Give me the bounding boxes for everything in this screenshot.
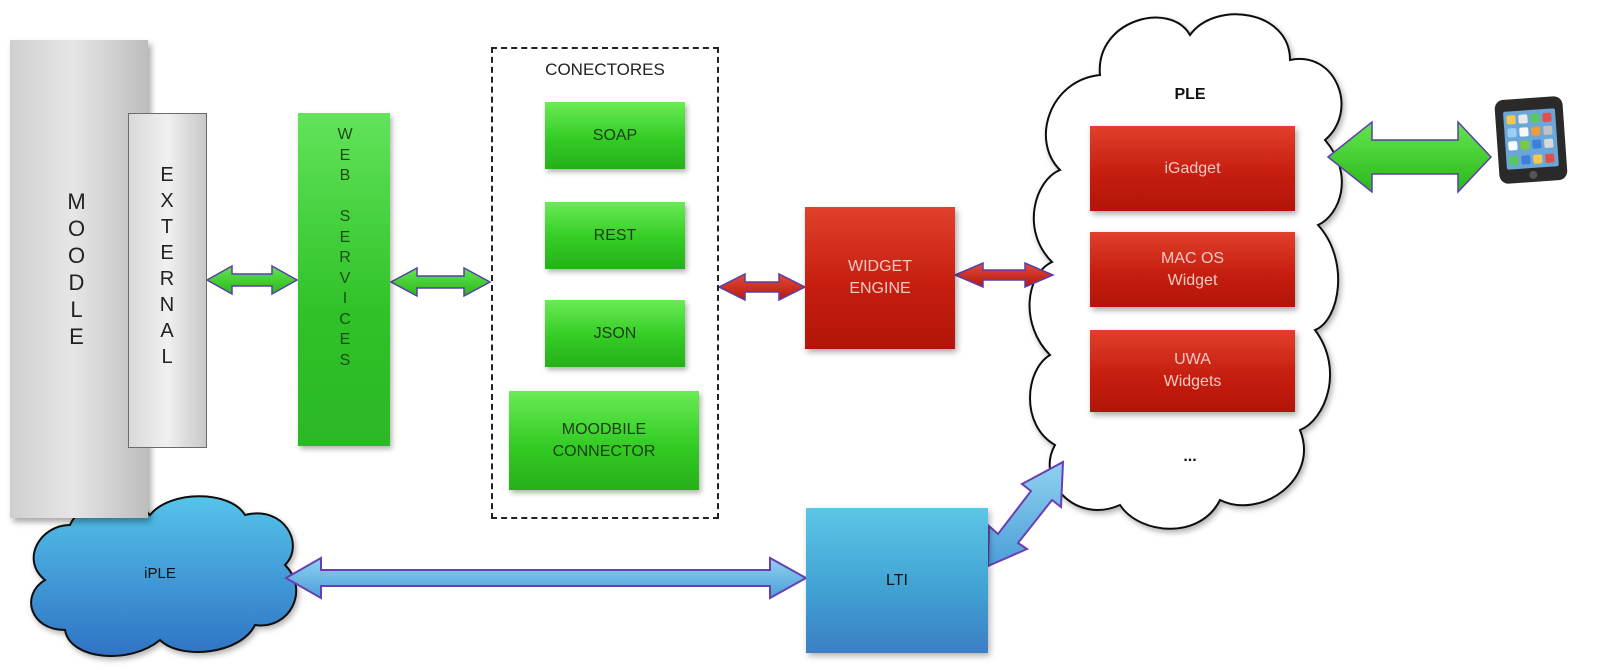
web-services-block [298,113,390,446]
arrow-external-webservices [205,264,299,296]
iple-label: iPLE [144,565,176,582]
arrow-iple-lti [283,556,809,600]
moodle-block [10,40,148,518]
ple-item-uwa-widgets: UWA Widgets [1090,330,1295,412]
ple-title: PLE [1174,86,1206,103]
connector-moodbile: MOODBILE CONNECTOR [509,391,699,490]
arrow-webservices-conectores [389,266,492,298]
external-label: E X T E R N A L [159,164,175,368]
ple-more-ellipsis: ... [1183,448,1197,465]
web-services-label: W E B S E R V I C E S [337,126,353,369]
ple-item-macos-widget: MAC OS Widget [1090,232,1295,307]
iple-cloud [30,495,298,657]
external-block [128,113,207,448]
widget-engine-block: WIDGET ENGINE [805,207,955,349]
arrow-lti-ple [986,460,1065,568]
connector-json: JSON [545,300,685,367]
connector-soap: SOAP [545,102,685,169]
lti-block: LTI [806,508,988,653]
arrow-widgetengine-ple [953,261,1055,289]
moodle-label: M O O D L E [67,189,87,349]
smartphone-icon [1494,96,1568,184]
ple-item-igadget: iGadget [1090,126,1295,211]
conectores-title: CONECTORES [545,60,665,79]
arrow-ple-phone [1326,120,1493,194]
arrow-conectores-widgetengine [717,272,807,302]
connector-rest: REST [545,202,685,269]
